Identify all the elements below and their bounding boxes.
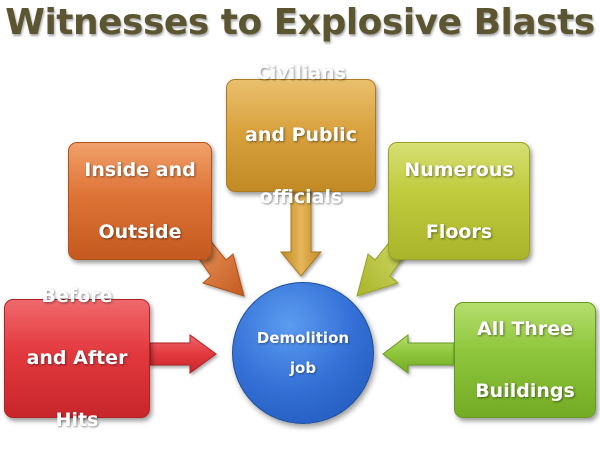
center-line: Demolition <box>256 329 350 347</box>
box-all-three-buildings: All Three Buildings <box>454 302 596 418</box>
box-civilians-and-public-officials: Civilians and Public officials <box>226 62 376 208</box>
box-line: and Public <box>245 124 357 146</box>
box-line: Outside <box>98 220 182 243</box>
arrow-three <box>382 333 455 375</box>
box-numerous-floors: Numerous Floors <box>388 142 530 260</box>
arrow-civilians <box>279 189 323 277</box>
center-circle-demolition-job: Demolition job <box>232 282 374 424</box>
center-line: job <box>289 359 317 377</box>
arrow-before <box>149 334 217 374</box>
box-line: Numerous <box>404 158 514 181</box>
page-title: Witnesses to Explosive Blasts <box>5 2 595 43</box>
box-line: officials <box>259 186 343 208</box>
box-inside-and-outside: Inside and Outside <box>68 142 212 260</box>
diagram-arrows <box>149 189 455 375</box>
box-line: Civilians <box>255 62 347 84</box>
box-line: Floors <box>425 220 493 243</box>
box-line: and After <box>26 347 128 369</box>
box-line: All Three <box>477 317 573 340</box>
box-line: Before <box>41 285 113 307</box>
box-line: Hits <box>55 409 99 431</box>
box-line: Buildings <box>475 379 575 402</box>
box-line: Inside and <box>84 158 196 181</box>
box-before-and-after-hits: Before and After Hits <box>4 285 150 431</box>
